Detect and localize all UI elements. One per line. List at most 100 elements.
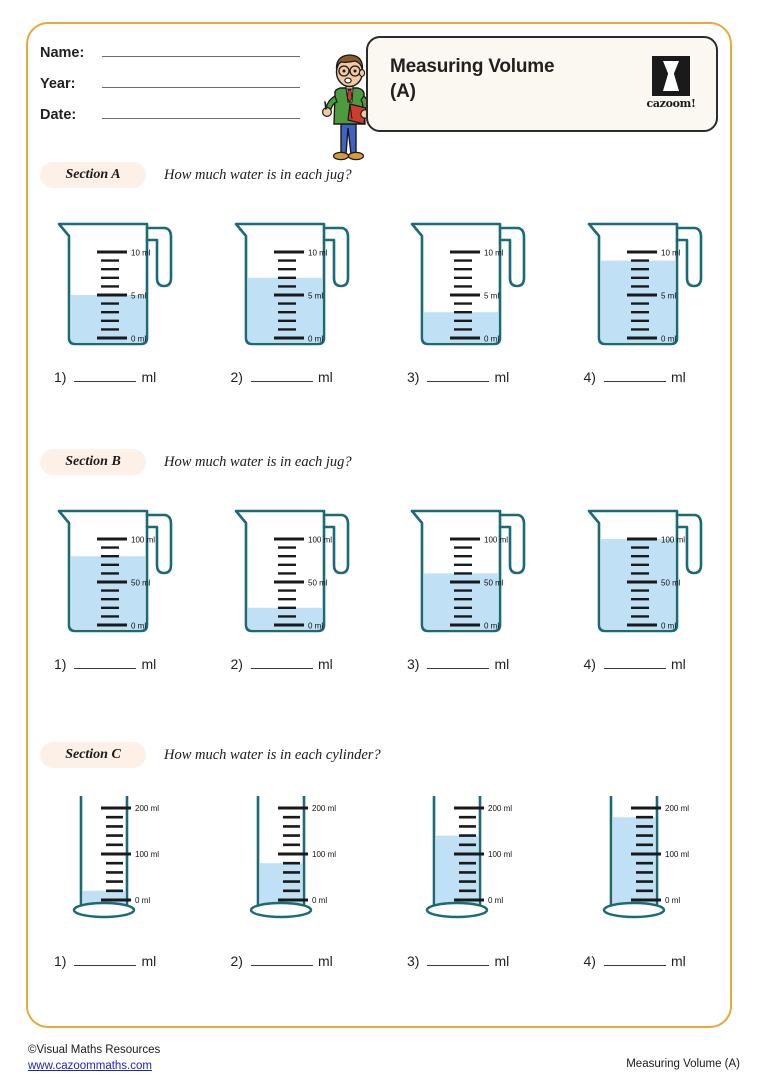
- answer-item-c-2: 2) ml: [203, 952, 380, 969]
- answer-unit: ml: [670, 656, 686, 672]
- answer-input-c-2[interactable]: [250, 952, 313, 966]
- answer-unit: ml: [670, 369, 686, 385]
- section-prompt-c: How much water is in each cylinder?: [164, 746, 381, 763]
- answer-unit: ml: [141, 656, 157, 672]
- section-prompt-a: How much water is in each jug?: [164, 166, 352, 183]
- answer-item-b-2: 2) ml: [203, 655, 380, 672]
- answer-number: 4): [583, 953, 596, 969]
- footer-website-link[interactable]: www.cazoommaths.com: [28, 1060, 152, 1073]
- answer-item-b-1: 1) ml: [26, 655, 203, 672]
- answer-number: 3): [407, 369, 420, 385]
- answer-unit: ml: [141, 369, 157, 385]
- svg-text:50 ml: 50 ml: [484, 578, 504, 587]
- svg-text:200 ml: 200 ml: [135, 804, 159, 813]
- name-field-input[interactable]: [102, 42, 300, 57]
- svg-text:5 ml: 5 ml: [661, 291, 676, 300]
- answer-unit: ml: [317, 656, 333, 672]
- svg-text:50 ml: 50 ml: [661, 578, 681, 587]
- answer-input-c-4[interactable]: [603, 952, 666, 966]
- answer-input-b-4[interactable]: [603, 655, 666, 669]
- answer-item-b-3: 3) ml: [379, 655, 556, 672]
- svg-text:100 ml: 100 ml: [661, 535, 685, 544]
- answer-number: 1): [54, 656, 67, 672]
- section-chip-b: Section B: [40, 449, 146, 475]
- answer-item-c-1: 1) ml: [26, 952, 203, 969]
- answer-number: 3): [407, 656, 420, 672]
- answer-number: 2): [230, 953, 243, 969]
- answer-number: 4): [583, 656, 596, 672]
- date-field-input[interactable]: [102, 104, 300, 119]
- answer-unit: ml: [317, 953, 333, 969]
- section-prompt-b: How much water is in each jug?: [164, 453, 352, 470]
- cartoon-teacher-illustration: [308, 50, 388, 168]
- svg-text:100 ml: 100 ml: [135, 850, 159, 859]
- answer-input-a-4[interactable]: [603, 368, 666, 382]
- date-field-label: Date:: [40, 107, 77, 123]
- answer-input-a-2[interactable]: [250, 368, 313, 382]
- answer-input-c-1[interactable]: [74, 952, 137, 966]
- answer-unit: ml: [141, 953, 157, 969]
- jug-a-3: 0 ml 5 ml 10 ml: [379, 206, 556, 356]
- svg-text:10 ml: 10 ml: [484, 248, 504, 257]
- svg-text:10 ml: 10 ml: [661, 248, 681, 257]
- svg-text:5 ml: 5 ml: [131, 291, 146, 300]
- answer-input-b-1[interactable]: [74, 655, 137, 669]
- svg-text:100 ml: 100 ml: [308, 535, 332, 544]
- answer-item-c-4: 4)ml: [556, 952, 733, 969]
- answer-unit: ml: [494, 369, 510, 385]
- worksheet-header: Name: Year: Date:: [26, 22, 732, 161]
- answer-input-b-2[interactable]: [250, 655, 313, 669]
- answer-input-c-3[interactable]: [427, 952, 490, 966]
- answer-unit: ml: [494, 656, 510, 672]
- svg-text:0 ml: 0 ml: [484, 334, 499, 343]
- section-head-row-a: Section A How much water is in each jug?: [40, 160, 352, 190]
- svg-text:100 ml: 100 ml: [312, 850, 336, 859]
- page-title-line1: Measuring Volume: [390, 56, 555, 77]
- page-border: [26, 22, 732, 1028]
- answer-item-a-2: 2)ml: [203, 368, 380, 385]
- jug-a-4: 0 ml 5 ml 10 ml: [556, 206, 733, 356]
- cazoom-glass-icon: [652, 56, 690, 96]
- answer-number: 1): [54, 953, 67, 969]
- cazoom-logo-text: cazoom!: [646, 97, 696, 110]
- svg-text:200 ml: 200 ml: [665, 804, 689, 813]
- footer-credit: ©Visual Maths Resources www.cazoommaths.…: [28, 1042, 160, 1075]
- answer-item-a-1: 1)ml: [26, 368, 203, 385]
- svg-text:5 ml: 5 ml: [484, 291, 499, 300]
- svg-text:0 ml: 0 ml: [312, 896, 327, 905]
- answer-input-a-3[interactable]: [427, 368, 490, 382]
- answer-input-a-1[interactable]: [74, 368, 137, 382]
- title-box: Measuring Volume (A) cazoom!: [366, 36, 718, 132]
- section-chip-c: Section C: [40, 742, 146, 768]
- svg-text:100 ml: 100 ml: [488, 850, 512, 859]
- page-title: Measuring Volume (A): [390, 54, 640, 104]
- svg-text:50 ml: 50 ml: [131, 578, 151, 587]
- svg-text:0 ml: 0 ml: [661, 334, 676, 343]
- answer-number: 2): [230, 369, 243, 385]
- answer-item-a-4: 4)ml: [556, 368, 733, 385]
- answer-number: 3): [407, 953, 420, 969]
- svg-text:0 ml: 0 ml: [131, 621, 146, 630]
- section-chip-a: Section A: [40, 162, 146, 188]
- year-field-row: Year:: [40, 73, 300, 104]
- answer-input-b-3[interactable]: [427, 655, 490, 669]
- year-field-input[interactable]: [102, 73, 300, 88]
- name-field-row: Name:: [40, 42, 300, 73]
- answer-number: 2): [230, 656, 243, 672]
- svg-text:5 ml: 5 ml: [308, 291, 323, 300]
- student-info-block: Name: Year: Date:: [40, 42, 300, 135]
- page-title-line2: (A): [390, 81, 416, 103]
- section-head-row-b: Section B How much water is in each jug?: [40, 447, 352, 477]
